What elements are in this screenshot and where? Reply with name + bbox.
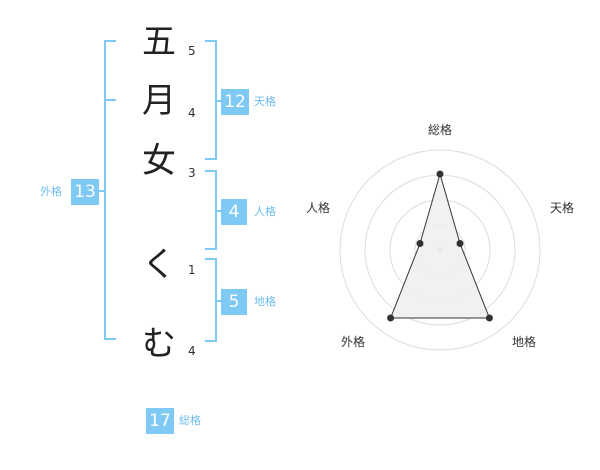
radar-point-5 <box>416 240 424 247</box>
radar-polygon <box>389 172 491 319</box>
radar-axis-label-tenkaku: 天格 <box>549 201 574 215</box>
radar-ring-4 <box>339 149 541 351</box>
stroke-count-2: 4 <box>188 106 196 120</box>
name-char-5: む <box>142 324 176 364</box>
name-char-2: 月 <box>142 81 176 121</box>
name-char-3: 女 <box>142 141 176 181</box>
radar-point-3 <box>485 314 493 322</box>
gaikaku-label: 外格 <box>40 185 62 198</box>
radar-axis-label-jinkaku: 人格 <box>305 201 330 215</box>
chikaku-value: 5 <box>221 289 247 315</box>
tenkaku-bracket-tick <box>216 100 222 102</box>
gaikaku-bracket <box>104 40 116 340</box>
stroke-count-3: 3 <box>188 166 196 180</box>
jinkaku-value: 4 <box>221 199 247 225</box>
gaikaku-value: 13 <box>71 179 99 205</box>
gaikaku-tick-upper <box>104 99 116 101</box>
radar-shape <box>389 172 491 319</box>
soukaku-value: 17 <box>146 408 174 434</box>
name-char-4: く <box>142 245 176 285</box>
radar-axis-label-chikaku: 地格 <box>511 335 536 349</box>
radar-point-4 <box>387 314 395 322</box>
stroke-count-4: 1 <box>188 263 196 277</box>
stroke-count-5: 4 <box>188 344 196 358</box>
tenkaku-value: 12 <box>221 89 249 115</box>
radar-axis-label-gaikaku: 外格 <box>340 335 365 349</box>
soukaku-label: 総格 <box>179 414 201 427</box>
radar-point-1 <box>436 170 444 178</box>
name-char-1: 五 <box>142 22 176 62</box>
jinkaku-label: 人格 <box>254 205 276 218</box>
stroke-count-1: 5 <box>188 44 196 58</box>
chikaku-bracket-tick <box>216 300 222 302</box>
gaikaku-bracket-tick <box>98 190 104 192</box>
radar-point-2 <box>456 240 464 247</box>
tenkaku-label: 天格 <box>254 95 276 108</box>
jinkaku-bracket-tick <box>216 210 222 212</box>
chikaku-label: 地格 <box>254 295 276 308</box>
radar-points <box>387 170 493 322</box>
radar-axis-label-soukaku: 総格 <box>427 123 452 137</box>
